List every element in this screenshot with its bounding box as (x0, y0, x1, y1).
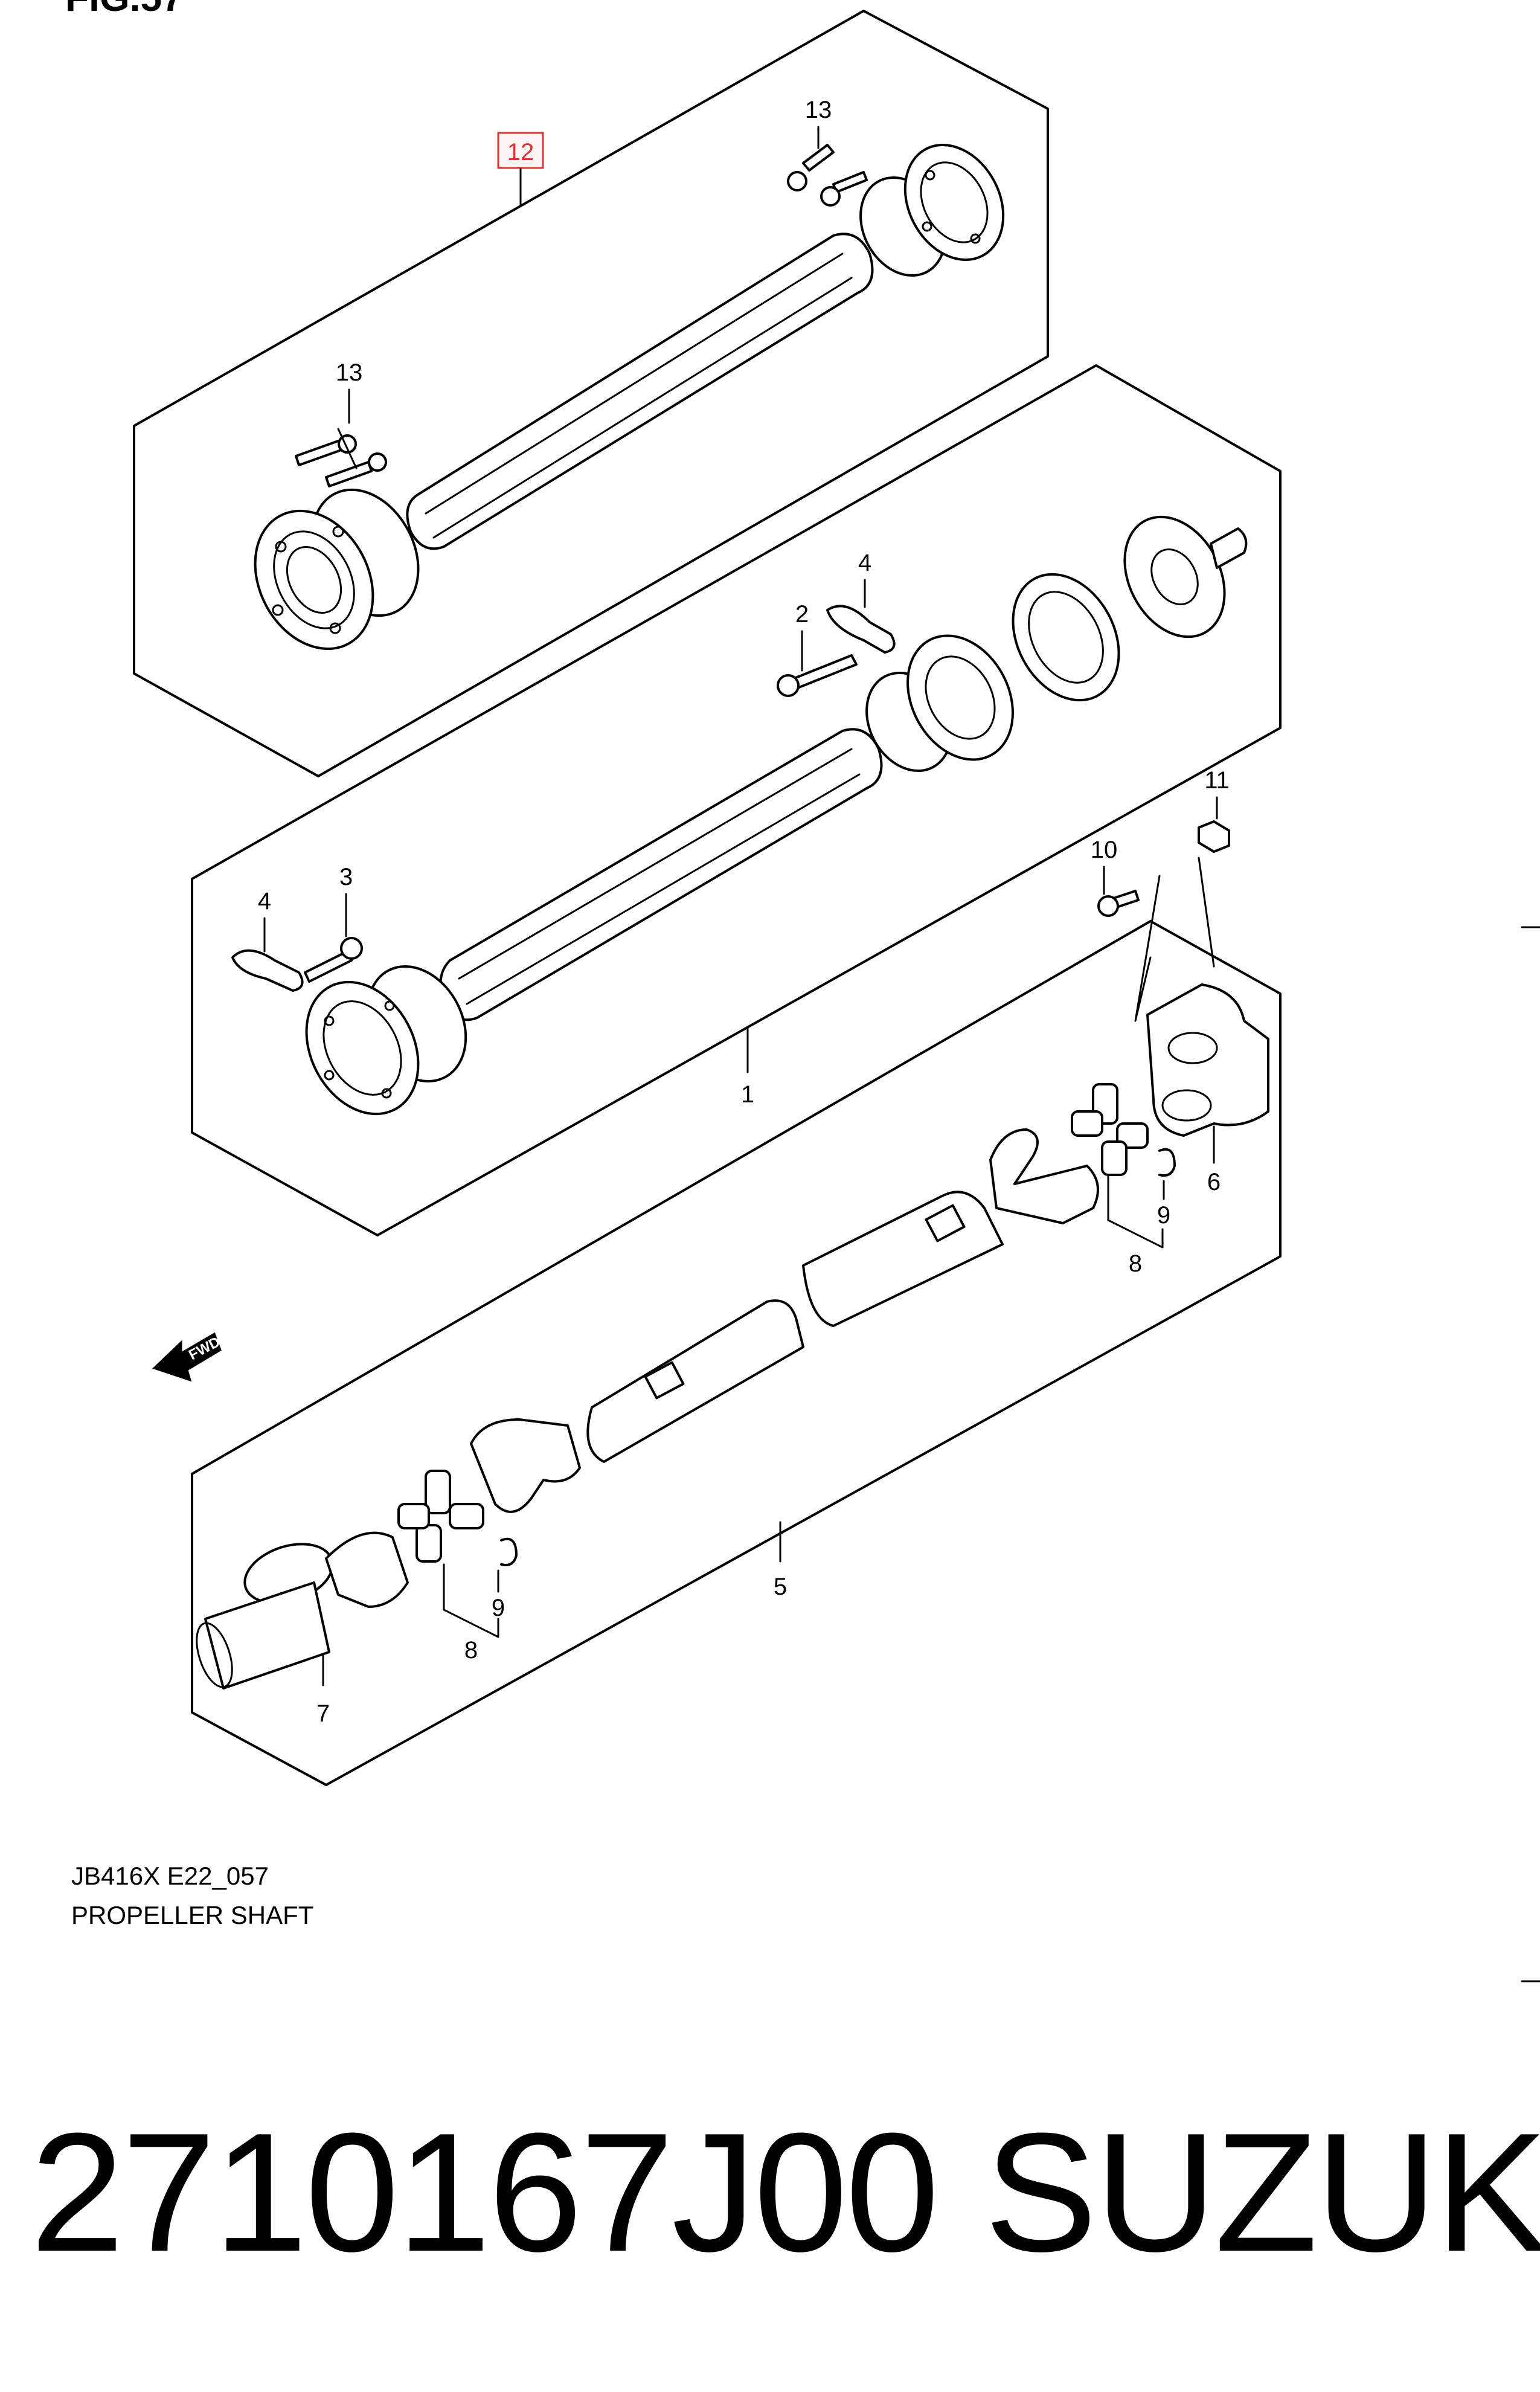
assembly-1-group: 4 2 4 3 1 (191, 364, 1282, 1236)
callout-7: 7 (316, 1700, 330, 1727)
callout-4-rear: 4 (258, 888, 271, 915)
part-number: 2710167J00 (30, 2098, 940, 2287)
rubber-joint-disc (1012, 573, 1120, 702)
callout-2: 2 (795, 601, 809, 628)
callout-10: 10 (1091, 837, 1118, 863)
shaft-5-lower-section (586, 1299, 804, 1463)
bolt-2 (777, 654, 858, 697)
parts-diagram: FIG.57 (65, 0, 1540, 1982)
bolt-3 (304, 937, 363, 983)
callout-3: 3 (339, 864, 353, 890)
leader-8-lower (443, 1563, 499, 1638)
shaft-1-rear-coupling (305, 965, 467, 1116)
leader-10-guide (1134, 875, 1161, 1022)
assembly-5-outline (191, 920, 1282, 1786)
callout-5: 5 (774, 1574, 787, 1600)
assembly-5-group: 11 10 6 9 8 5 9 8 7 (191, 767, 1282, 1786)
shaft-1-front-coupling (865, 634, 1014, 773)
callout-1: 1 (741, 1081, 754, 1108)
snap-ring-9-lower (500, 1537, 518, 1566)
bolt-set-13-front (787, 144, 868, 207)
universal-joint-8-lower (397, 1470, 484, 1563)
shaft-5-upper-yoke (989, 1128, 1099, 1224)
callout-11: 11 (1204, 767, 1230, 794)
figure-label: FIG.57 (65, 0, 184, 19)
callout-13-front: 13 (805, 97, 832, 123)
diagram-code: JB416X E22_057 (71, 1862, 269, 1890)
assembly-12-group: 12 13 13 (133, 10, 1049, 777)
callout-9-upper: 9 (1157, 1202, 1170, 1229)
slip-yoke-7 (196, 1531, 409, 1690)
fwd-arrow: FWD (152, 1332, 223, 1382)
diagram-title: PROPELLER SHAFT (71, 1901, 313, 1929)
brand-name: SUZUKI (984, 2098, 1540, 2287)
leader-11-guide (1198, 857, 1215, 968)
shaft-5-lower-yoke (470, 1418, 581, 1513)
assembly-12-outline (133, 10, 1049, 777)
footer (0, 1993, 1540, 2392)
callout-8-lower: 8 (464, 1637, 478, 1664)
callout-6: 6 (1207, 1169, 1221, 1195)
callout-9-lower: 9 (492, 1595, 505, 1621)
callout-12-highlight-box[interactable] (497, 132, 544, 169)
universal-joint-8-upper (1071, 1083, 1149, 1176)
shaft-12-rear-coupling (254, 488, 420, 651)
callout-13-rear: 13 (336, 359, 363, 386)
companion-flange (1123, 515, 1248, 638)
washer-4-rear (231, 949, 304, 992)
washer-4-front (826, 605, 896, 654)
bolt-10 (1097, 890, 1140, 917)
shaft-12-front-coupling (859, 143, 1005, 277)
callout-12[interactable]: 12 (507, 139, 534, 166)
nut-11 (1198, 820, 1230, 853)
shaft-1-tube (439, 728, 883, 1021)
assembly-1-outline (191, 364, 1282, 1236)
snap-ring-9-upper (1158, 1148, 1176, 1177)
callout-8-upper: 8 (1129, 1250, 1142, 1277)
leader-8-upper (1107, 1174, 1164, 1249)
shaft-12-tube (406, 233, 874, 550)
bolt-set-13-rear (295, 428, 387, 487)
callout-4-front: 4 (858, 550, 871, 576)
shaft-5-upper-section (802, 1191, 1004, 1327)
